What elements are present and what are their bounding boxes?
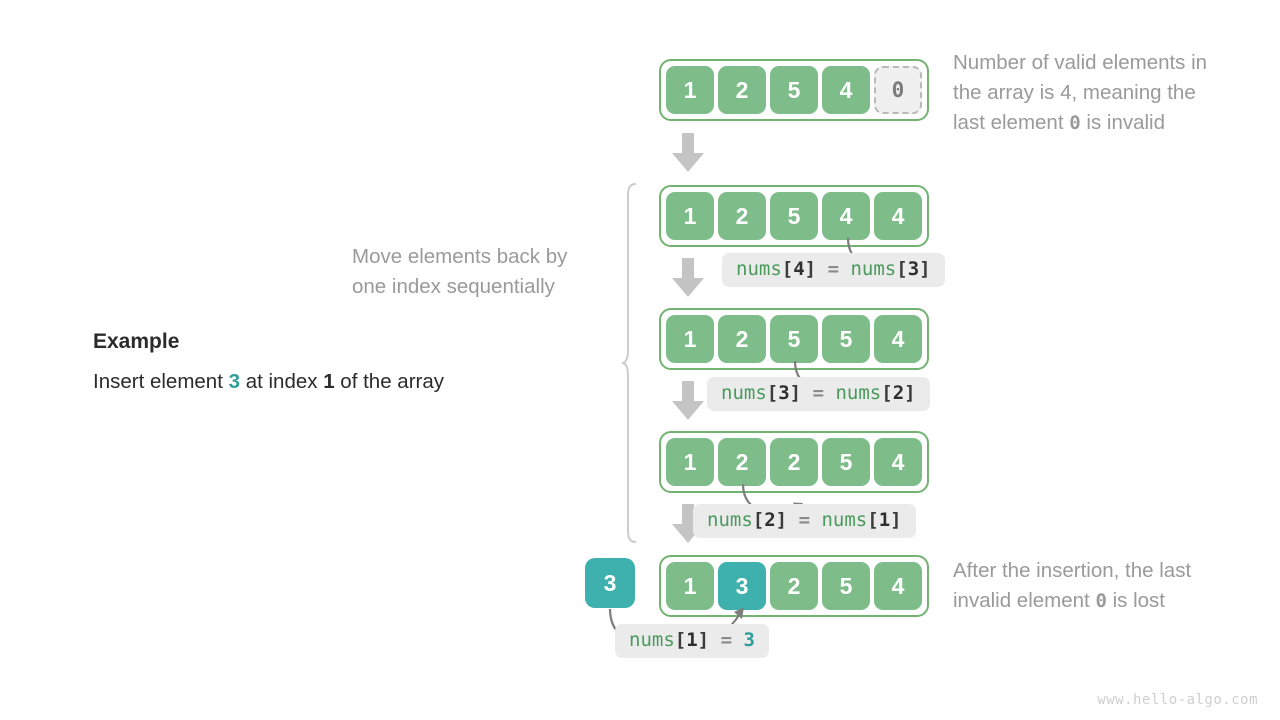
note-bottom-line2-prefix: invalid element [953, 589, 1096, 612]
array-row-final: 1 3 2 5 4 [659, 555, 929, 617]
note-top-line2: the array is 4, meaning the [953, 81, 1196, 104]
code-bracket: ] [890, 509, 902, 531]
code-operator: = [827, 258, 840, 280]
grouping-brace [621, 183, 637, 543]
array-row-step-3: 1 2 2 5 4 [659, 431, 929, 493]
code-index-right: 3 [907, 258, 920, 280]
code-bracket: [ [752, 509, 765, 531]
example-value: 3 [228, 370, 240, 393]
note-top-line3-suffix: is invalid [1080, 111, 1165, 134]
array-cell: 4 [822, 192, 870, 240]
example-description: Insert element 3 at index 1 of the array [93, 370, 444, 394]
code-label-assign-2-1: nums[2] = nums[1] [693, 504, 916, 538]
array-cell: 2 [718, 438, 766, 486]
code-bracket: ] [804, 258, 817, 280]
code-bracket: [ [674, 629, 687, 651]
code-label-assign-4-3: nums[4] = nums[3] [722, 253, 945, 287]
example-prefix: Insert element [93, 370, 229, 393]
array-cell: 2 [718, 66, 766, 114]
code-bracket: [ [881, 382, 893, 404]
array-row-step-1: 1 2 5 4 4 [659, 185, 929, 247]
code-ident-right: nums [835, 382, 882, 404]
note-after-insertion: After the insertion, the last invalid ele… [953, 556, 1263, 616]
note-move-line2: one index sequentially [352, 275, 555, 298]
array-cell: 2 [718, 315, 766, 363]
example-title: Example [93, 330, 180, 353]
array-cell: 4 [874, 562, 922, 610]
code-index-right: 2 [892, 382, 905, 404]
array-cell: 2 [718, 192, 766, 240]
insert-value-box: 3 [585, 558, 635, 608]
array-cell: 4 [874, 192, 922, 240]
array-cell: 1 [666, 438, 714, 486]
array-cell: 5 [770, 66, 818, 114]
code-operator: = [798, 509, 811, 531]
code-label-assign-1-value: nums[1] = 3 [615, 624, 769, 658]
code-ident-left: nums [721, 382, 767, 404]
code-operator: = [812, 382, 825, 404]
array-row-step-2: 1 2 5 5 4 [659, 308, 929, 370]
code-bracket: ] [789, 382, 802, 404]
code-bracket: [ [896, 258, 908, 280]
note-bottom-lost-value: 0 [1095, 590, 1107, 612]
array-cell: 1 [666, 315, 714, 363]
code-index-left: 3 [778, 382, 790, 404]
note-move-line1: Move elements back by [352, 245, 568, 268]
note-top: Number of valid elements in the array is … [953, 48, 1263, 138]
code-bracket: ] [919, 258, 931, 280]
array-cell: 1 [666, 66, 714, 114]
code-ident-right: nums [821, 509, 868, 531]
array-cell-inserted: 3 [718, 562, 766, 610]
array-cell: 5 [770, 192, 818, 240]
code-bracket: ] [904, 382, 916, 404]
array-cell: 4 [874, 438, 922, 486]
code-label-assign-3-2: nums[3] = nums[2] [707, 377, 930, 411]
array-cell: 5 [822, 562, 870, 610]
code-ident-left: nums [736, 258, 782, 280]
code-bracket: [ [867, 509, 879, 531]
down-arrow-icon [672, 133, 704, 172]
array-row-initial: 1 2 5 4 0 [659, 59, 929, 121]
down-arrow-icon [672, 381, 704, 420]
code-operator: = [720, 629, 733, 651]
array-cell: 1 [666, 192, 714, 240]
array-cell: 2 [770, 438, 818, 486]
array-cell: 2 [770, 562, 818, 610]
note-bottom-line1: After the insertion, the last [953, 559, 1192, 582]
code-value: 3 [743, 629, 755, 651]
array-cell: 5 [822, 315, 870, 363]
array-cell: 5 [770, 315, 818, 363]
code-index-left: 1 [686, 629, 698, 651]
down-arrow-icon [672, 258, 704, 297]
note-bottom-line2-suffix: is lost [1106, 589, 1166, 612]
code-ident-left: nums [707, 509, 753, 531]
code-bracket: ] [775, 509, 788, 531]
watermark: www.hello-algo.com [1097, 692, 1258, 708]
note-top-line3-prefix: last element [953, 111, 1070, 134]
note-top-line1: Number of valid elements in [953, 51, 1208, 74]
array-cell: 4 [822, 66, 870, 114]
code-bracket: [ [766, 382, 779, 404]
example-mid: at index [240, 370, 324, 393]
code-bracket: [ [781, 258, 794, 280]
code-index-right: 1 [878, 509, 891, 531]
array-cell-invalid: 0 [874, 66, 922, 114]
code-index-left: 4 [793, 258, 805, 280]
code-ident-left: nums [629, 629, 675, 651]
example-suffix: of the array [334, 370, 444, 393]
example-index: 1 [323, 370, 335, 393]
note-move-elements: Move elements back by one index sequentia… [352, 242, 612, 302]
code-ident-right: nums [850, 258, 897, 280]
code-index-left: 2 [764, 509, 776, 531]
note-top-invalid-value: 0 [1069, 112, 1081, 134]
code-bracket: ] [697, 629, 710, 651]
array-cell: 5 [822, 438, 870, 486]
array-cell: 1 [666, 562, 714, 610]
array-cell: 4 [874, 315, 922, 363]
